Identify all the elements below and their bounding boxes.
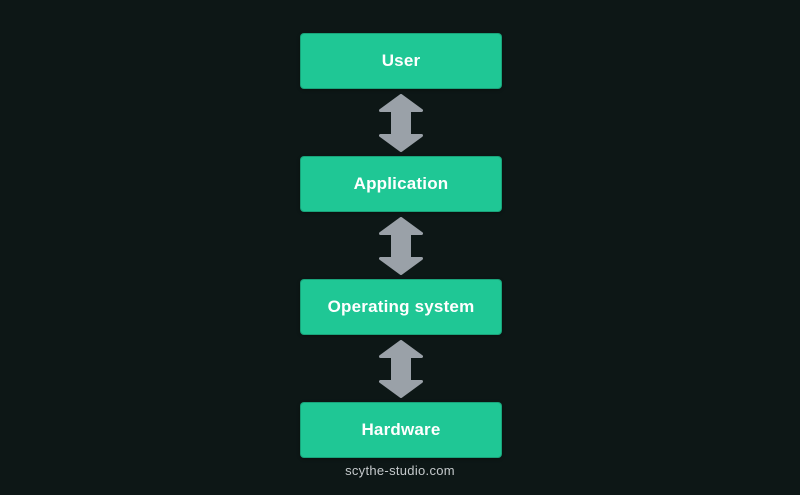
connector-user-application [379,89,423,156]
layer-label-user: User [381,51,421,70]
double-arrow-shape [379,93,423,152]
double-arrow-shape [379,339,423,398]
layer-stack: User Application Operating system Hardwa… [300,33,502,458]
layer-label-application: Application [353,174,449,193]
layer-box-hardware: Hardware [300,402,502,458]
double-arrow-icon [379,339,423,398]
double-arrow-shape [379,216,423,275]
layer-label-operating-system: Operating system [327,297,475,316]
layer-label-hardware: Hardware [361,420,441,439]
layer-box-application: Application [300,156,502,212]
layer-box-user: User [300,33,502,89]
layer-box-operating-system: Operating system [300,279,502,335]
connector-application-os [379,212,423,279]
double-arrow-icon [379,93,423,152]
connector-os-hardware [379,335,423,402]
double-arrow-icon [379,216,423,275]
watermark: scythe-studio.com [345,463,455,478]
